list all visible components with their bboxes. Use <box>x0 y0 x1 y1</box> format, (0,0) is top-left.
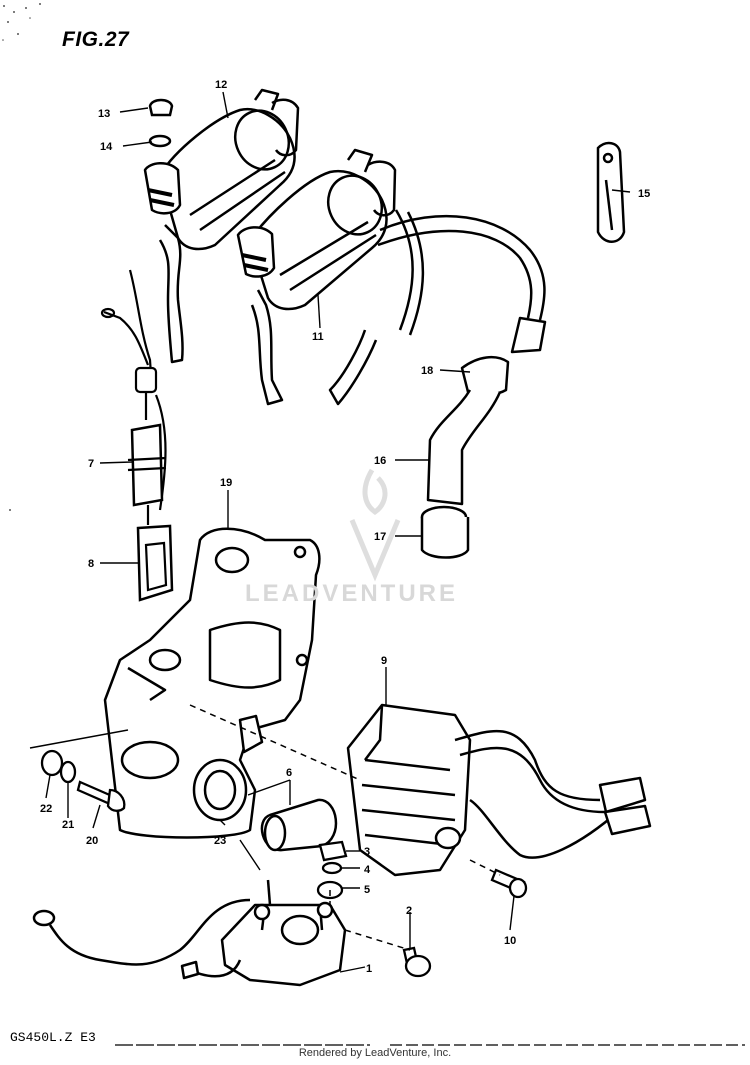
callout-labels: 13 14 12 15 11 18 16 17 7 8 19 9 6 22 21… <box>40 79 650 975</box>
callout-10: 10 <box>504 935 516 947</box>
coil-screw <box>148 98 174 148</box>
watermark-logo <box>349 468 401 582</box>
spark-plug-cap <box>420 316 547 559</box>
mounting-bracket <box>103 527 321 839</box>
ignition-coil-right <box>236 148 397 406</box>
wire-clamp <box>596 141 626 243</box>
callout-9: 9 <box>381 655 387 667</box>
leader-lines <box>29 91 631 973</box>
callout-16: 16 <box>374 455 386 467</box>
callout-17: 17 <box>374 531 386 543</box>
callout-18: 18 <box>421 365 433 377</box>
terminal-hardware <box>316 840 348 900</box>
callout-8: 8 <box>88 558 94 570</box>
callout-1: 1 <box>366 963 372 975</box>
callout-13: 13 <box>98 108 110 120</box>
relay-bolt <box>402 946 432 978</box>
spark-plug-lead <box>377 209 546 336</box>
bracket-bolt <box>40 749 126 812</box>
callout-2: 2 <box>406 905 412 917</box>
callout-11: 11 <box>312 331 324 343</box>
regulator-bolt <box>490 868 528 899</box>
regulator-rectifier <box>346 703 652 877</box>
callout-21: 21 <box>62 819 74 831</box>
callout-12: 12 <box>215 79 227 91</box>
callout-6: 6 <box>286 767 292 779</box>
model-code: GS450L.Z E3 <box>10 1030 96 1045</box>
callout-23: 23 <box>214 835 226 847</box>
scan-noise <box>2 3 41 511</box>
callout-5: 5 <box>364 884 370 896</box>
callout-22: 22 <box>40 803 52 815</box>
callout-4: 4 <box>364 864 371 876</box>
callout-20: 20 <box>86 835 98 847</box>
figure-title: FIG.27 <box>62 28 130 51</box>
callout-7: 7 <box>88 458 94 470</box>
grommet <box>192 758 248 822</box>
watermark-text: LEADVENTURE <box>245 580 459 607</box>
assembly-lines <box>189 704 501 951</box>
ignition-coil-left <box>143 88 300 364</box>
footer-credit: Rendered by LeadVenture, Inc. <box>298 1047 452 1059</box>
callout-3: 3 <box>364 846 370 858</box>
starter-relay <box>32 879 347 987</box>
terminal-cover <box>260 798 338 852</box>
resistor-lead <box>100 269 174 602</box>
callout-14: 14 <box>100 141 113 153</box>
callout-15: 15 <box>638 188 650 200</box>
callout-19: 19 <box>220 477 232 489</box>
